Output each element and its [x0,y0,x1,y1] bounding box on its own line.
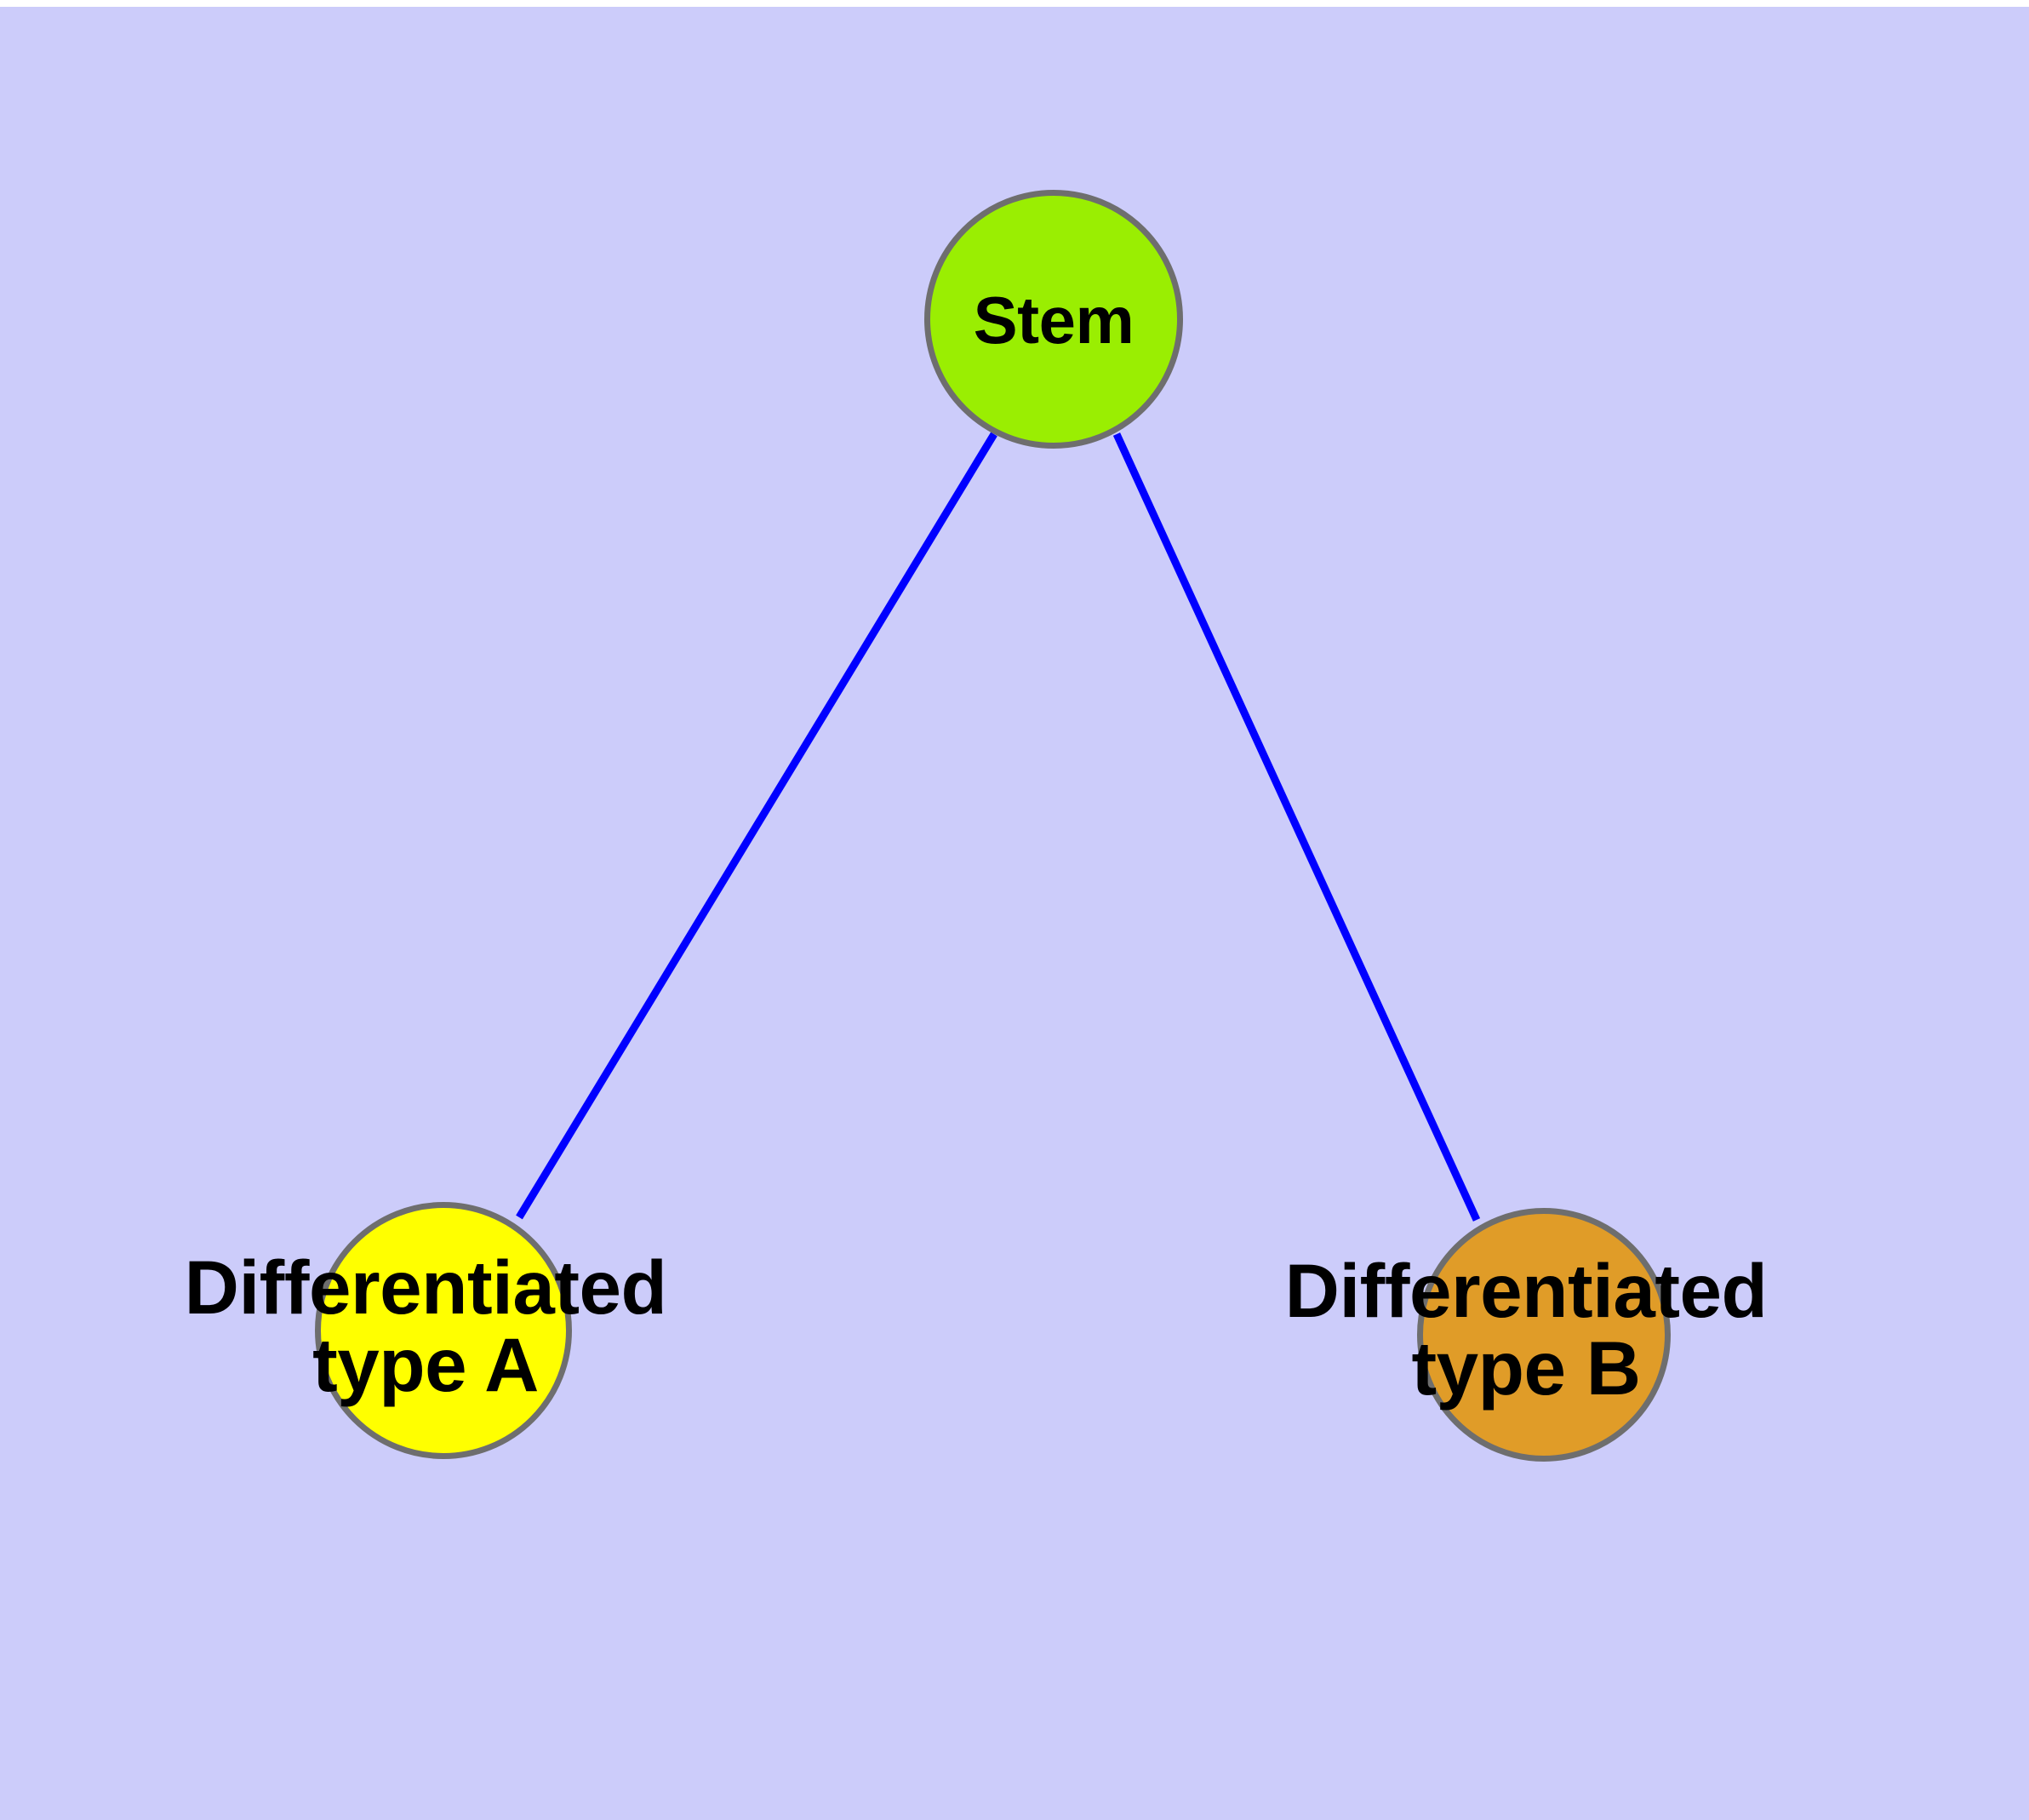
node-label-stem: Stem [973,283,1135,358]
node-label-line-1: Differentiated [1284,1248,1768,1334]
node-circle-stem[interactable] [924,190,1183,449]
node-circle-differentiated-type-b[interactable] [1417,1208,1671,1462]
node-layer [315,190,1671,1462]
node-label-line-2: type A [312,1322,539,1407]
node-label-line-2: type B [1411,1325,1641,1411]
node-circle-differentiated-type-a[interactable] [315,1202,572,1459]
edge-layer [516,432,1481,1222]
edge-stem-to-diff-a[interactable] [516,432,997,1220]
node-label-line-1: Differentiated [184,1245,667,1331]
edge-stem-to-diff-b[interactable] [1112,432,1481,1222]
